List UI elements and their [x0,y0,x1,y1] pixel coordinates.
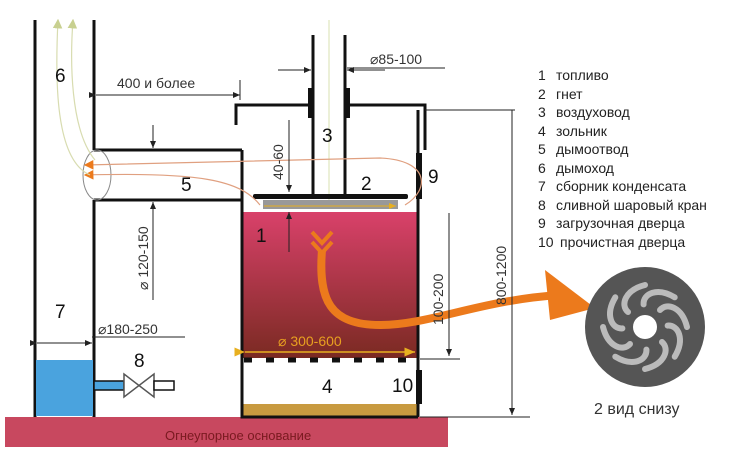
flame-icon [310,230,334,256]
legend-text: топливо [556,67,609,83]
legend-text: воздуховод [556,104,630,120]
legend-item: 5 дымоотвод [538,140,707,159]
legend-text: загрузочная дверца [556,215,685,231]
drain-outlet [153,380,175,391]
drain-pipe [93,380,125,391]
legend-item: 9 загрузочная дверца [538,214,707,233]
legend-number: 5 [538,141,546,157]
legend-text: сливной шаровый кран [556,196,707,213]
legend-item: 2 гнет [538,85,707,104]
dim-chimney: ⌀180-250 [98,321,158,337]
legend-item: 4 зольник [538,122,707,141]
legend-item: 8 сливной шаровый кран [538,196,707,215]
legend-number: 2 [538,85,546,102]
press-plate [263,200,398,209]
loading-door[interactable] [416,153,422,199]
legend-number: 8 [538,196,546,213]
legend-text: гнет [556,85,583,102]
legend-number: 3 [538,104,546,120]
label-flue: 5 [181,175,192,196]
legend-item: 1 топливо [538,66,707,85]
label-loading-door: 9 [428,167,439,188]
legend-number: 1 [538,67,546,83]
label-air-duct: 3 [322,126,333,147]
dimension-lines [30,67,530,418]
dim-flue: ⌀ 120-150 [135,226,151,290]
condensate-water [36,360,93,416]
dim-chimney-gap: 400 и более [117,75,195,91]
ash-layer [243,404,417,416]
label-collector: 7 [55,302,66,323]
label-press: 2 [361,174,372,195]
legend-text: прочистная дверца [560,233,686,250]
air-duct [308,20,350,205]
label-valve: 8 [134,351,145,372]
cleaning-door[interactable] [416,370,422,404]
legend-number: 10 [538,233,554,250]
flue-pipe [82,148,242,202]
bottom-view-label: 2 вид снизу [594,401,680,418]
legend-number: 7 [538,178,546,194]
legend-item: 3 воздуховод [538,103,707,122]
legend: 1 топливо 2 гнет 3 воздуховод 4 зольник 5 дымоотв… [538,66,707,251]
dim-lid-gap: 40-60 [270,144,286,180]
ball-valve-icon[interactable] [123,372,155,399]
view-arrow-head [545,270,595,320]
fireproof-base [5,417,448,447]
legend-number: 9 [538,215,546,231]
gas-flow [52,18,422,206]
legend-item: 10 прочистная дверца [538,233,707,252]
dim-grate-height: 100-200 [430,273,446,325]
bottom-view-disc [585,267,705,387]
legend-text: зольник [556,122,607,139]
base-label: Огнеупорное основание [165,428,311,443]
dim-air-duct: ⌀85-100 [370,51,422,67]
legend-item: 7 сборник конденсата [538,177,707,196]
dim-total-height: 800-1200 [493,246,509,305]
legend-text: дымоотвод [556,141,629,157]
legend-item: 6 дымоход [538,159,707,178]
legend-text: сборник конденсата [556,178,687,194]
legend-number: 6 [538,159,546,176]
stove-body [234,103,427,419]
label-chimney: 6 [55,66,66,87]
view-arrow [317,249,561,330]
dim-body: ⌀ 300-600 [278,333,342,349]
label-fuel: 1 [256,226,267,247]
legend-text: дымоход [556,159,614,176]
label-ash-box: 4 [322,377,333,398]
label-cleaning-door: 10 [392,376,413,397]
legend-number: 4 [538,122,546,139]
press-lid [253,194,408,199]
